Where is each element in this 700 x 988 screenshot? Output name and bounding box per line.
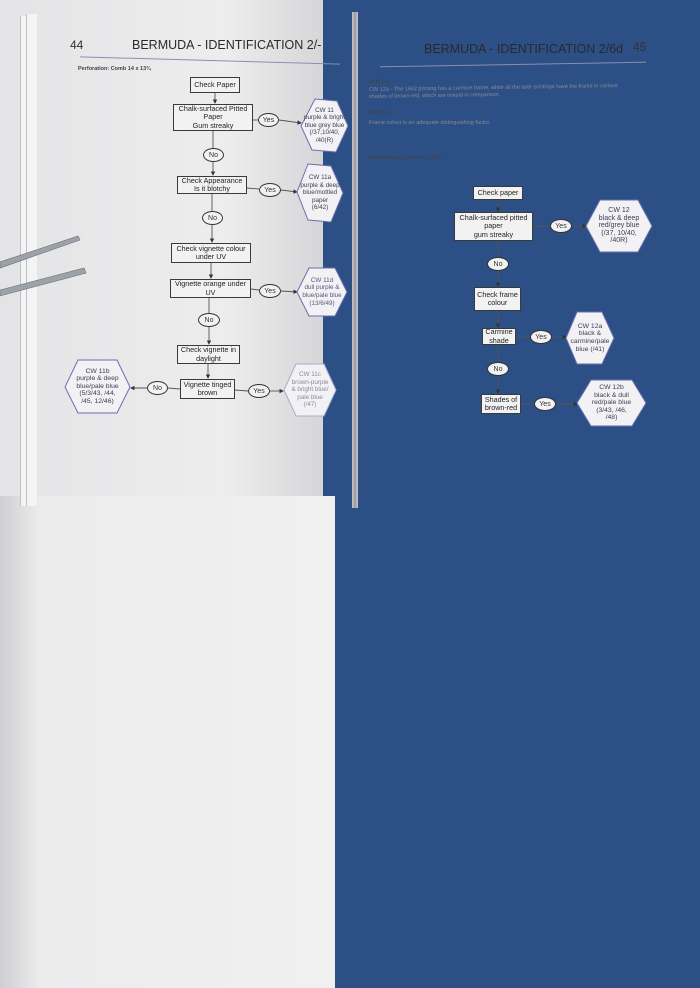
perf14-label: Perf 14: <box>369 79 390 85</box>
hexagon-label-cw11c: CW 11c brown-purple & bright blue/ pale … <box>291 371 329 409</box>
tweezers <box>0 235 87 297</box>
hexagon-cw11d <box>296 267 348 317</box>
box-check-vignette-daylight: Check vignette in daylight <box>177 345 240 364</box>
hexagon-label-cw12b: CW 12b black & dull red/pale blue (3/43,… <box>591 384 632 422</box>
hexagon-cw12b <box>576 379 647 427</box>
box-check-paper: Check Paper <box>190 77 240 93</box>
hexagon-cw12a <box>565 311 615 365</box>
connector <box>246 187 260 190</box>
perf13-label: Perf 13: <box>369 110 390 116</box>
no-oval: No <box>147 381 168 395</box>
connector <box>280 289 298 295</box>
book-spine-gutter <box>352 12 358 508</box>
hexagon-label-cw12: CW 12 black & deep red/grey blue (/37, 1… <box>598 207 640 245</box>
box-chalk-surfaced: Chalk-surfaced Pitted Paper Gum streaky <box>173 104 253 131</box>
box-chalk-surfaced: Chalk-surfaced pitted paper gum streaky <box>454 212 533 241</box>
hexagon-cw12 <box>585 199 653 253</box>
page-stack-edge <box>26 14 37 506</box>
no-oval: No <box>203 148 224 162</box>
hexagon-label-cw12a: CW 12a black & carmine/pale blue (/41) <box>570 322 610 353</box>
box-check-paper: Check paper <box>473 186 523 200</box>
right-page <box>0 496 335 988</box>
connector <box>280 189 298 194</box>
page-title-right: BERMUDA - IDENTIFICATION 2/6d <box>424 42 624 56</box>
connector <box>167 387 181 390</box>
box-check-vignette-uv: Check vignette colour under UV <box>171 243 251 263</box>
yes-oval: Yes <box>550 219 572 233</box>
page-title-left: BERMUDA - IDENTIFICATION 2/- <box>132 38 322 52</box>
hexagon-label-cw11b: CW 11b purple & deep blue/pale blue (5/3… <box>76 367 119 405</box>
hexagon-label-cw11: CW 11 purple & bright blue grey blue (/3… <box>304 106 345 144</box>
no-oval: No <box>487 362 509 376</box>
perforation-label-right: Perforation: Comb 14 x 13¾ <box>369 155 442 161</box>
hexagon-label-cw11d: CW 11d dull purple & blue/pale blue (13/… <box>302 276 342 307</box>
page-number-right: 45 <box>633 40 647 54</box>
yes-oval: Yes <box>259 183 281 197</box>
hexagon-label-cw11a: CW 11a purple & deep blue/mottled paper … <box>300 174 340 212</box>
box-check-frame-colour: Check frame colour <box>474 287 521 311</box>
connector <box>278 119 302 125</box>
perforation-label-left: Perforation: Comb 14 x 13¾ <box>78 66 151 72</box>
hexagon-cw11c <box>283 363 337 417</box>
hexagon-cw11b <box>64 359 131 414</box>
yes-oval: Yes <box>259 284 281 298</box>
connector <box>234 389 249 392</box>
yes-oval: Yes <box>530 330 552 344</box>
box-check-appearance: Check Appearance Is it blotchy <box>177 176 247 194</box>
hexagon-cw11 <box>300 98 349 153</box>
box-shades-brown-red: Shades of brown-red <box>481 394 521 414</box>
no-oval: No <box>202 211 223 225</box>
box-vignette-tinged-brown: Vignette tinged brown <box>180 379 235 399</box>
no-oval: No <box>487 257 509 271</box>
yes-oval: Yes <box>534 397 556 411</box>
hexagon-cw11a <box>296 163 344 223</box>
box-carmine-shade: Carmine shade <box>482 327 516 345</box>
no-oval: No <box>198 313 220 327</box>
yes-oval: Yes <box>258 113 279 127</box>
page-number-left: 44 <box>70 38 84 52</box>
box-vignette-orange: Vignette orange under UV <box>170 279 251 298</box>
flowchart-lines <box>0 92 653 427</box>
perf13-text: Frame colour is an adequate distinguishi… <box>369 120 491 126</box>
connector <box>250 288 260 291</box>
yes-oval: Yes <box>248 384 270 398</box>
